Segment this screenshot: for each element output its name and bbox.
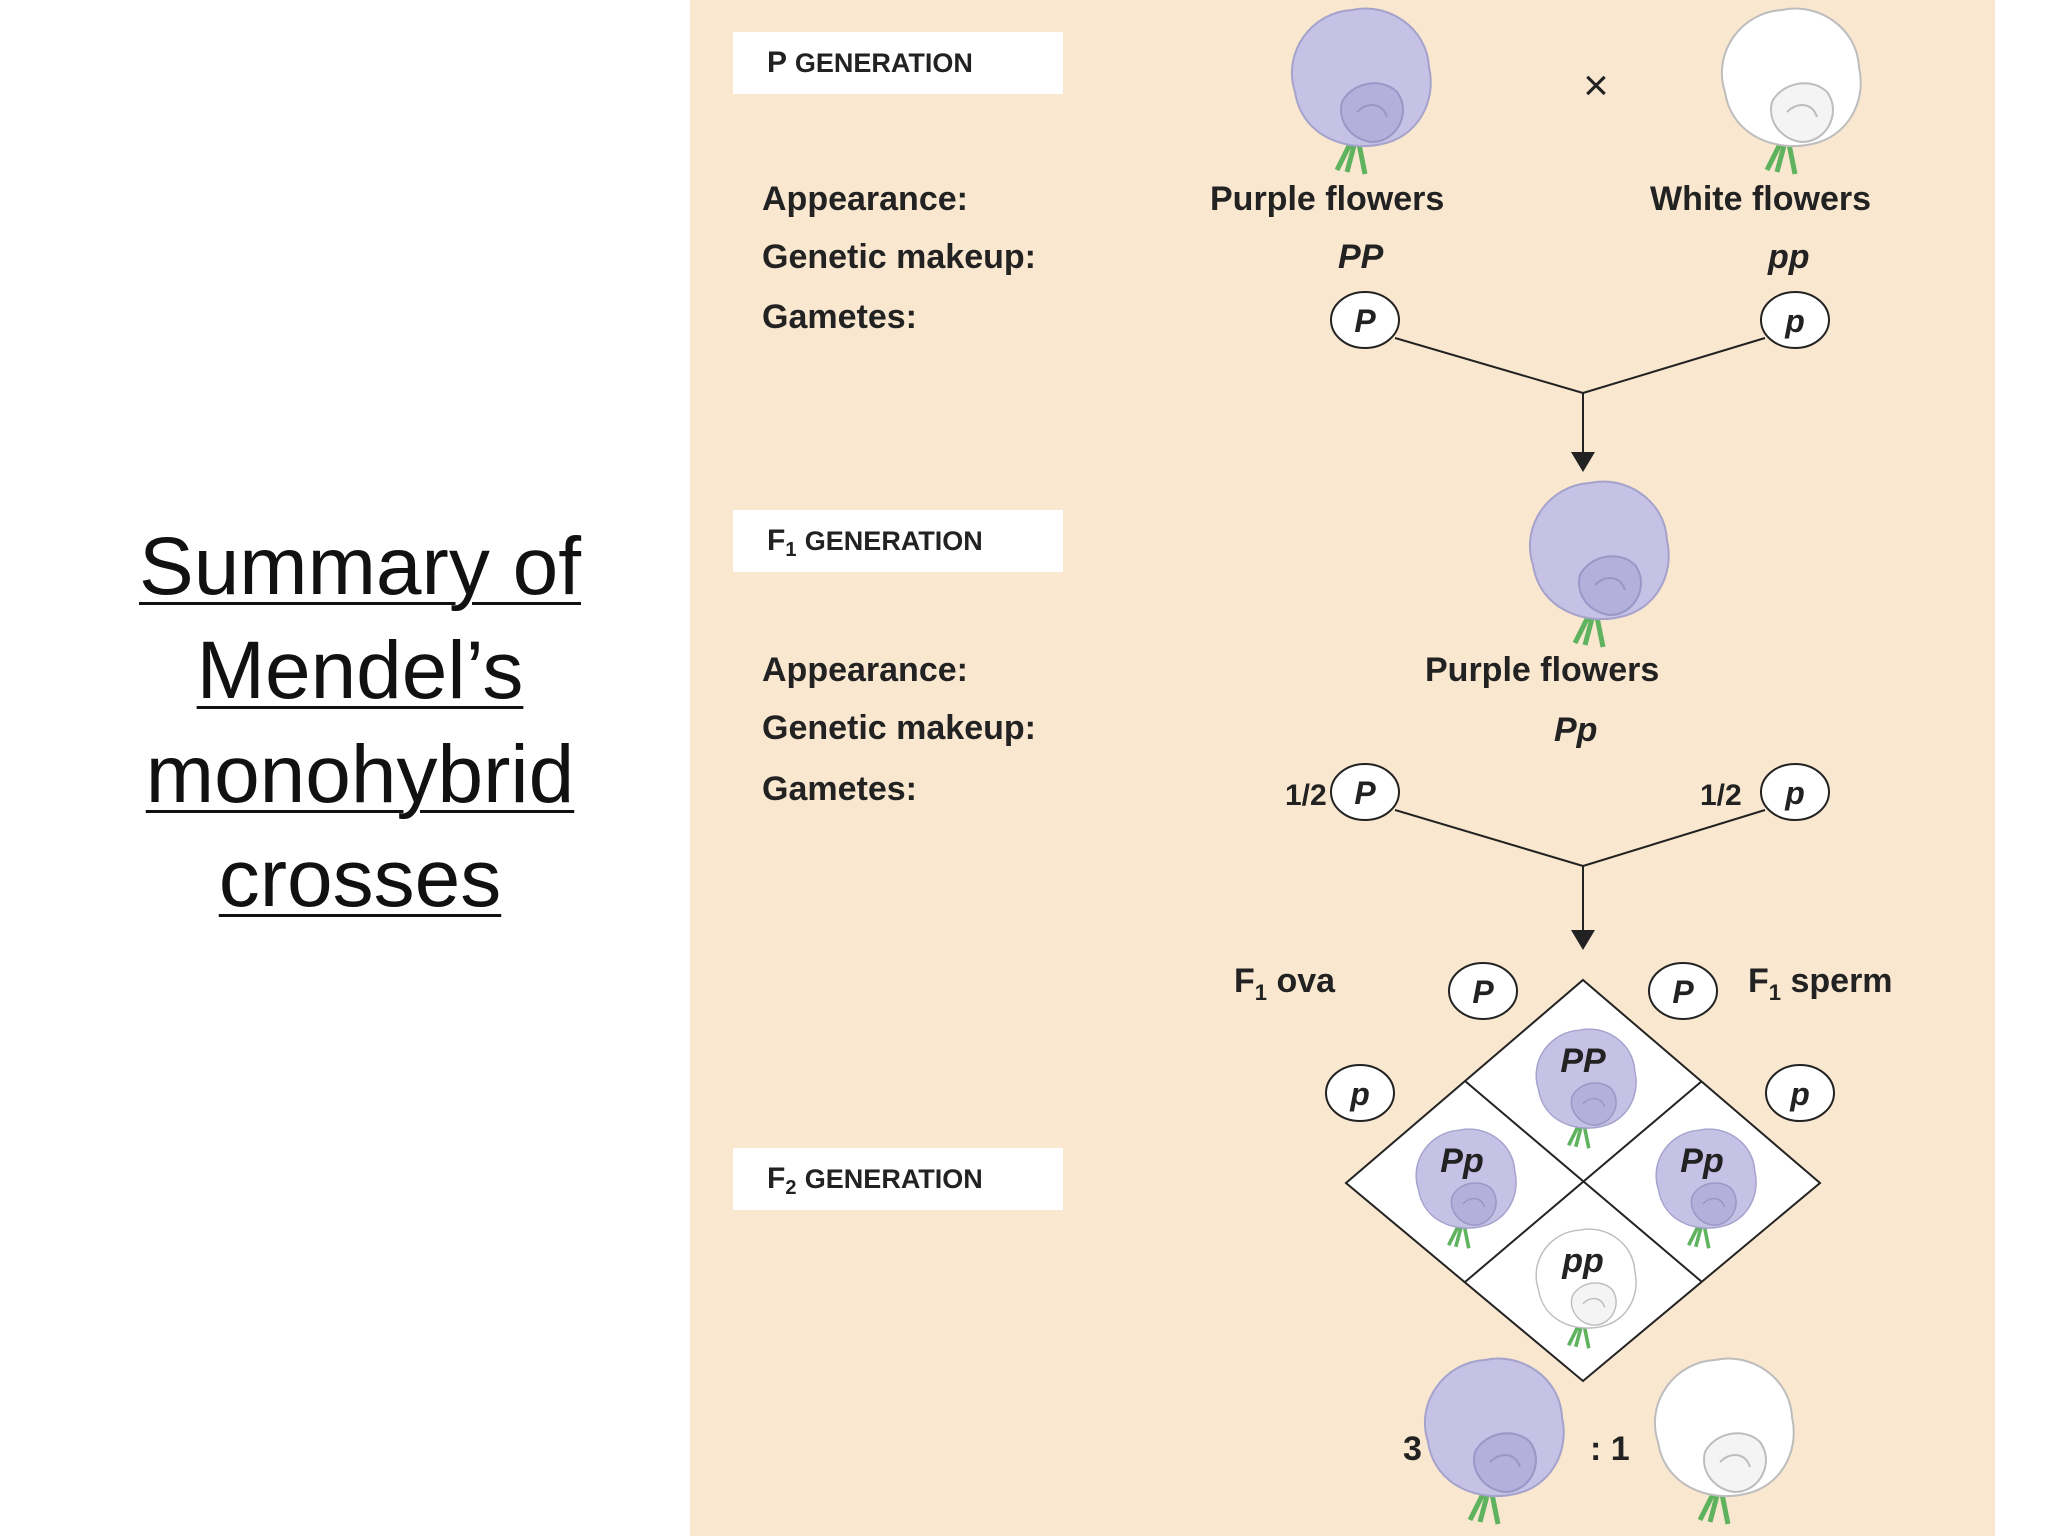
punnett-cell-left: Pp — [1440, 1142, 1483, 1180]
p-merge-line-right — [1582, 337, 1766, 394]
slide-title: Summary of Mendel’s monohybrid crosses — [60, 515, 660, 931]
f1-gametes-label: Gametes: — [762, 770, 917, 808]
ova-allele-2: p — [1349, 1076, 1370, 1112]
f1-genetic-makeup-label: Genetic makeup: — [762, 709, 1036, 747]
f1-generation-label-rest: GENERATION — [804, 526, 983, 556]
p-gamete-circle-2 — [1760, 291, 1830, 349]
f1-purple-flower — [1530, 482, 1669, 647]
f1-gamete-right-fraction: 1/2 — [1700, 779, 1742, 812]
p-generation-label: P GENERATION — [733, 32, 1063, 94]
f1-appearance: Purple flowers — [1425, 651, 1660, 689]
p-parent1-genotype: PP — [1338, 238, 1384, 276]
punnett-cell-top: PP — [1560, 1042, 1606, 1080]
f1-generation-label: F1 GENERATION — [733, 510, 1063, 572]
sperm-sub: 1 — [1768, 979, 1782, 1005]
ova-word: ova — [1276, 962, 1336, 1000]
f1-sperm-label: F1 sperm — [1748, 962, 1893, 1006]
p-gamete-circle-1 — [1330, 291, 1400, 349]
title-line-1: Summary of — [139, 521, 581, 612]
punnett-divider-2 — [1464, 1080, 1703, 1283]
p-white-flower — [1722, 9, 1861, 174]
sperm-circle-1 — [1648, 962, 1718, 1020]
f1-gamete-left: P — [1354, 775, 1376, 811]
f1-merge-line-right — [1582, 809, 1766, 867]
f2-generation-label-main: F — [767, 1162, 786, 1195]
ratio-purple-flower — [1425, 1359, 1564, 1524]
punnett-cell-right: Pp — [1680, 1142, 1723, 1180]
f1-gamete-right: p — [1784, 775, 1805, 811]
p-genetic-makeup-label: Genetic makeup: — [762, 238, 1036, 276]
ratio-white-flower — [1655, 1359, 1794, 1524]
punnett-cell-bottom: pp — [1561, 1242, 1604, 1280]
f1-generation-label-main: F — [767, 524, 786, 557]
title-line-3: monohybrid — [145, 729, 575, 820]
p-generation-label-rest: GENERATION — [794, 48, 973, 78]
ova-circle-1 — [1448, 962, 1518, 1020]
p-merge-line-left — [1394, 337, 1584, 394]
cross-diagram: × P p 1/2 P 1/2 p PP Pp Pp — [1285, 0, 1995, 1536]
sperm-prefix: F — [1748, 962, 1769, 1000]
f2-generation-label-sub: 2 — [785, 1177, 797, 1199]
p-gametes-label: Gametes: — [762, 298, 917, 336]
ova-sub: 1 — [1254, 979, 1268, 1005]
sperm-circle-2 — [1765, 1064, 1835, 1122]
f1-gamete-circle-right — [1760, 763, 1830, 821]
f1-merge-line-left — [1394, 809, 1584, 867]
sperm-allele-1: P — [1672, 974, 1694, 1010]
genetics-figure-panel: P GENERATION F1 GENERATION F2 GENERATION… — [690, 0, 1995, 1536]
f1-appearance-label: Appearance: — [762, 651, 968, 689]
sperm-word: sperm — [1790, 962, 1893, 1000]
title-line-2: Mendel’s — [196, 625, 524, 716]
ova-allele-1: P — [1472, 974, 1494, 1010]
cross-symbol: × — [1583, 61, 1609, 110]
f1-generation-label-sub: 1 — [785, 539, 797, 561]
f1-ova-label: F1 ova — [1234, 962, 1335, 1006]
p-gamete-2: p — [1784, 303, 1805, 339]
ova-circle-2 — [1325, 1064, 1395, 1122]
f2-generation-label: F2 GENERATION — [733, 1148, 1063, 1210]
p-gamete-1: P — [1354, 303, 1376, 339]
p-parent1-appearance: Purple flowers — [1210, 180, 1445, 218]
ratio-dominant-count: 3 — [1403, 1430, 1422, 1468]
p-purple-flower — [1292, 9, 1431, 174]
ova-prefix: F — [1234, 962, 1255, 1000]
p-parent2-genotype: pp — [1768, 238, 1810, 276]
p-generation-label-main: P — [767, 46, 787, 79]
sperm-allele-2: p — [1789, 1076, 1810, 1112]
p-parent2-appearance: White flowers — [1650, 180, 1872, 218]
ratio-recessive-count: : 1 — [1590, 1430, 1630, 1468]
f1-gamete-circle-left — [1330, 763, 1400, 821]
f1-gamete-left-fraction: 1/2 — [1285, 779, 1327, 812]
f1-genotype: Pp — [1554, 711, 1598, 749]
p-appearance-label: Appearance: — [762, 180, 968, 218]
title-line-4: crosses — [218, 833, 502, 924]
f2-generation-label-rest: GENERATION — [804, 1164, 983, 1194]
